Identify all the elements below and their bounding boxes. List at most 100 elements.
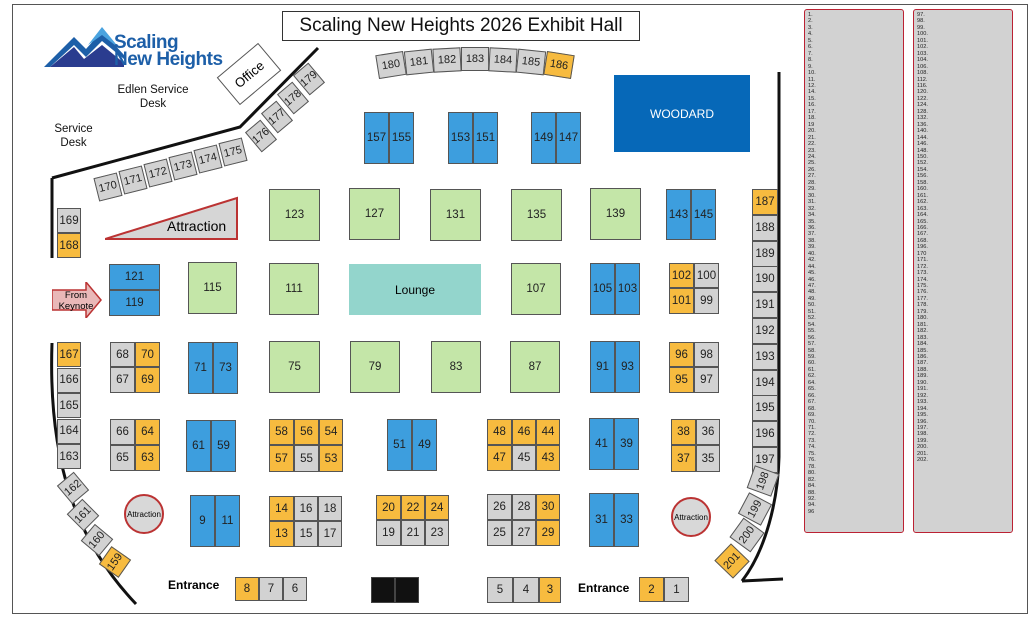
booth-51[interactable]: 51 — [387, 419, 412, 471]
booth-36[interactable]: 36 — [696, 419, 720, 445]
booth-165[interactable]: 165 — [57, 393, 81, 418]
booth-103[interactable]: 103 — [615, 263, 640, 315]
booth-7[interactable]: 7 — [259, 577, 283, 601]
booth-14[interactable]: 14 — [269, 496, 294, 521]
booth-196[interactable]: 196 — [752, 421, 778, 448]
booth-69[interactable]: 69 — [135, 367, 160, 393]
booth-194[interactable]: 194 — [752, 369, 778, 396]
booth-33[interactable]: 33 — [614, 493, 639, 547]
booth-167[interactable]: 167 — [57, 342, 81, 367]
booth-166[interactable]: 166 — [57, 367, 81, 393]
booth-135[interactable]: 135 — [511, 189, 562, 241]
booth-31[interactable]: 31 — [589, 493, 614, 547]
booth-16[interactable]: 16 — [294, 496, 318, 521]
booth-168[interactable]: 168 — [57, 233, 81, 258]
booth-57[interactable]: 57 — [269, 445, 294, 472]
booth-139[interactable]: 139 — [590, 188, 641, 240]
booth-25[interactable]: 25 — [487, 520, 512, 546]
booth-65[interactable]: 65 — [110, 445, 135, 471]
woodard-booth[interactable]: WOODARD — [614, 75, 750, 152]
booth-191[interactable]: 191 — [752, 292, 778, 319]
booth-58[interactable]: 58 — [269, 419, 294, 445]
booth-169[interactable]: 169 — [57, 208, 81, 233]
booth-121[interactable]: 121 — [109, 264, 160, 290]
booth-8[interactable]: 8 — [235, 577, 259, 601]
booth-61[interactable]: 61 — [186, 420, 211, 472]
booth-53[interactable]: 53 — [319, 445, 343, 472]
booth-149[interactable]: 149 — [531, 112, 556, 164]
booth-93[interactable]: 93 — [615, 341, 640, 393]
booth-3[interactable]: 3 — [539, 577, 561, 603]
booth-155[interactable]: 155 — [389, 112, 414, 164]
booth-119[interactable]: 119 — [109, 290, 160, 316]
booth-64[interactable]: 64 — [135, 419, 160, 445]
booth-105[interactable]: 105 — [590, 263, 615, 315]
booth-56[interactable]: 56 — [294, 419, 319, 445]
booth-4[interactable]: 4 — [513, 577, 539, 603]
booth-192[interactable]: 192 — [752, 318, 778, 344]
booth-91[interactable]: 91 — [590, 341, 615, 393]
booth-131[interactable]: 131 — [430, 189, 481, 241]
booth-23[interactable]: 23 — [425, 520, 449, 546]
booth-180[interactable]: 180 — [375, 50, 407, 80]
booth-188[interactable]: 188 — [752, 214, 778, 241]
booth-184[interactable]: 184 — [488, 47, 518, 73]
booth-107[interactable]: 107 — [511, 263, 561, 315]
booth-98[interactable]: 98 — [694, 342, 719, 367]
booth-187[interactable]: 187 — [752, 189, 778, 215]
booth-127[interactable]: 127 — [349, 188, 400, 240]
booth-79[interactable]: 79 — [350, 341, 400, 393]
booth-21[interactable]: 21 — [401, 520, 425, 546]
booth-28[interactable]: 28 — [512, 494, 536, 520]
booth-59[interactable]: 59 — [211, 420, 236, 472]
booth-41[interactable]: 41 — [589, 418, 614, 470]
booth-47[interactable]: 47 — [487, 445, 512, 471]
booth-17[interactable]: 17 — [318, 521, 342, 547]
booth-96[interactable]: 96 — [669, 342, 694, 367]
booth-115[interactable]: 115 — [188, 262, 237, 314]
booth-22[interactable]: 22 — [401, 495, 425, 520]
booth-67[interactable]: 67 — [110, 367, 135, 393]
booth-143[interactable]: 143 — [666, 189, 691, 240]
booth-189[interactable]: 189 — [752, 240, 778, 267]
booth-63[interactable]: 63 — [135, 445, 160, 471]
booth-100[interactable]: 100 — [694, 263, 719, 288]
booth-70[interactable]: 70 — [135, 342, 160, 367]
booth-35[interactable]: 35 — [696, 445, 720, 472]
booth-48[interactable]: 48 — [487, 419, 512, 445]
booth-99[interactable]: 99 — [694, 288, 719, 314]
booth-145[interactable]: 145 — [691, 189, 716, 240]
booth-15[interactable]: 15 — [294, 521, 318, 547]
booth-55[interactable]: 55 — [294, 445, 319, 472]
booth-30[interactable]: 30 — [536, 494, 560, 520]
booth-101[interactable]: 101 — [669, 288, 694, 314]
booth-39[interactable]: 39 — [614, 418, 639, 470]
booth-193[interactable]: 193 — [752, 343, 778, 370]
booth-6[interactable]: 6 — [283, 577, 307, 601]
booth-97[interactable]: 97 — [694, 367, 719, 393]
booth-83[interactable]: 83 — [431, 341, 481, 393]
booth-147[interactable]: 147 — [556, 112, 581, 164]
booth-49[interactable]: 49 — [412, 419, 437, 471]
booth-1[interactable]: 1 — [664, 577, 689, 602]
booth-181[interactable]: 181 — [403, 48, 435, 76]
booth-68[interactable]: 68 — [110, 342, 135, 367]
booth-111[interactable]: 111 — [269, 263, 319, 315]
booth-37[interactable]: 37 — [671, 445, 696, 472]
booth-43[interactable]: 43 — [536, 445, 560, 471]
booth-2[interactable]: 2 — [639, 577, 664, 602]
booth-95[interactable]: 95 — [669, 367, 694, 393]
booth-26[interactable]: 26 — [487, 494, 512, 520]
booth-54[interactable]: 54 — [319, 419, 343, 445]
booth-46[interactable]: 46 — [512, 419, 536, 445]
booth-73[interactable]: 73 — [213, 342, 238, 394]
booth-11[interactable]: 11 — [215, 495, 240, 547]
booth-190[interactable]: 190 — [752, 266, 778, 293]
booth-20[interactable]: 20 — [376, 495, 401, 520]
booth-183[interactable]: 183 — [461, 47, 489, 71]
booth-102[interactable]: 102 — [669, 263, 694, 288]
booth-45[interactable]: 45 — [512, 445, 536, 471]
booth-195[interactable]: 195 — [752, 395, 778, 422]
booth-18[interactable]: 18 — [318, 496, 342, 521]
booth-66[interactable]: 66 — [110, 419, 135, 445]
